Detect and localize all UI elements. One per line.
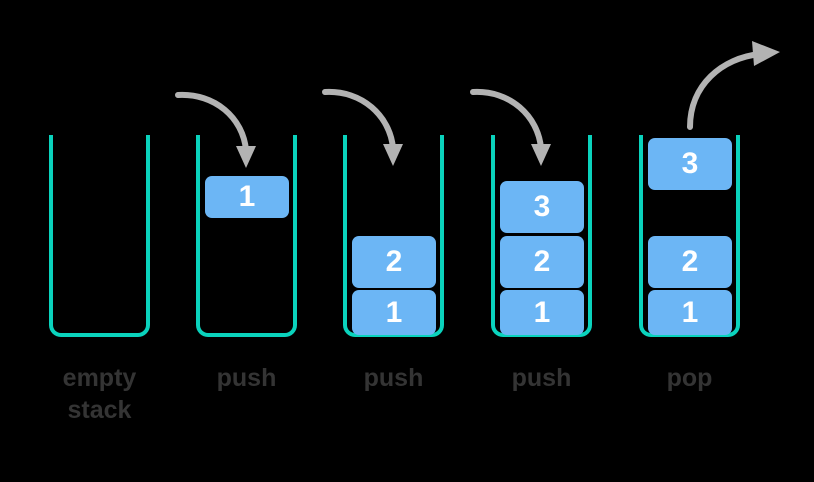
stack-block: 1 [352, 290, 436, 335]
stack-container-pop-3 [639, 135, 740, 337]
stack-block: 1 [648, 290, 732, 335]
column-label-push-2: push [363, 364, 424, 392]
column-label-pop-3: pop [666, 364, 713, 392]
stack-block: 1 [500, 290, 584, 335]
stack-container-push-3 [491, 135, 592, 337]
stack-block: 2 [648, 236, 732, 288]
arrow-head [752, 41, 780, 66]
column-label-push-3: push [511, 364, 572, 392]
stack-container-empty-stack [49, 135, 150, 337]
arrow-curve [687, 51, 763, 130]
column-label-empty-stack: empty stack [62, 364, 137, 424]
stack-container-push-2 [343, 135, 444, 337]
stack-block: 2 [352, 236, 436, 288]
column-label-push-1: push [216, 364, 277, 392]
arrow-pop-3 [687, 41, 780, 130]
stack-container-push-1 [196, 135, 297, 337]
stack-block: 3 [648, 138, 732, 190]
stack-block: 3 [500, 181, 584, 233]
stack-block: 1 [205, 176, 289, 218]
stack-block: 2 [500, 236, 584, 288]
